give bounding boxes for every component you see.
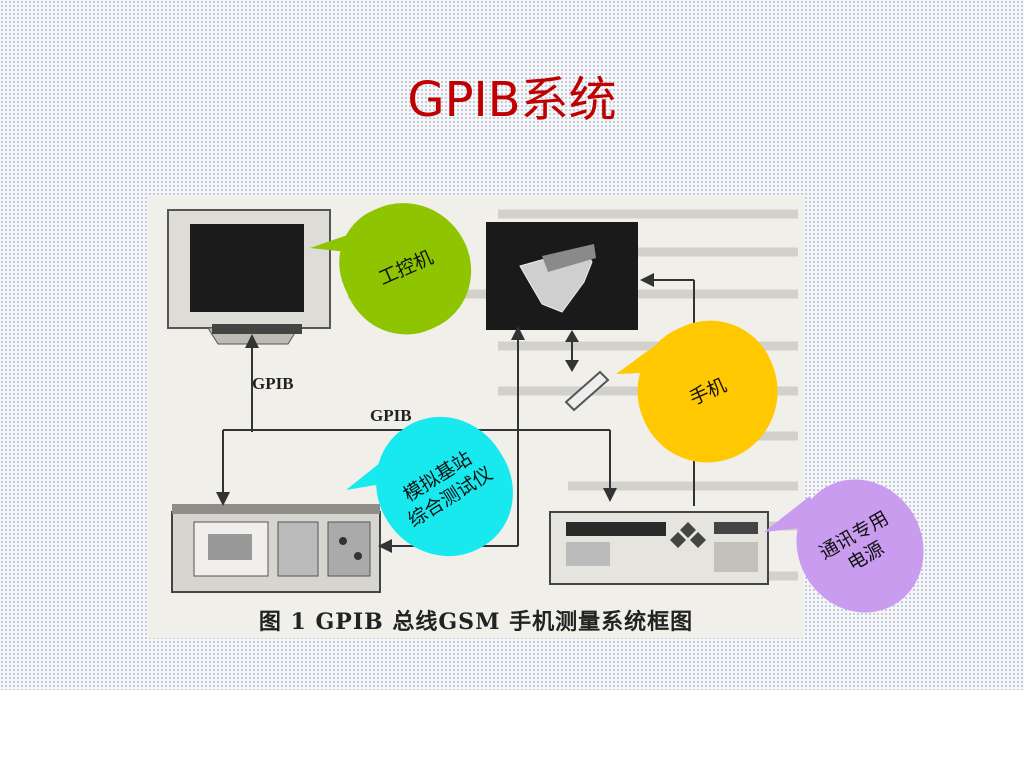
arrowheads: [216, 273, 654, 553]
callout-text: 工控机: [375, 246, 437, 290]
signal-tester: [171, 504, 381, 593]
slide-title: GPIB系统: [407, 72, 617, 128]
callout-bubble: 手机: [615, 299, 801, 485]
gpib-label-vertical: GPIB: [252, 374, 294, 393]
callout-base-station-tester: 模拟基站 综合测试仪: [346, 391, 538, 583]
callout-bubble: 通讯专用 电源: [772, 456, 948, 636]
callout-bubble: 工控机: [320, 181, 492, 355]
callout-industrial-pc: 工控机: [306, 181, 492, 355]
callout-power-supply: 通讯专用 电源: [764, 456, 948, 636]
figure-caption: 图 1 GPIB 总线GSM 手机测量系统框图: [258, 609, 694, 635]
callout-text: 通讯专用 电源: [815, 506, 905, 586]
gpib-label-horizontal: GPIB: [370, 406, 412, 425]
phone-fixture: [486, 222, 638, 330]
callout-phone: 手机: [614, 299, 801, 485]
handset: [564, 370, 610, 412]
monitor: [167, 209, 331, 345]
callout-text: 模拟基站 综合测试仪: [391, 441, 497, 532]
callout-text: 手机: [686, 374, 730, 410]
callout-bubble: 模拟基站 综合测试仪: [350, 391, 538, 583]
power-supply: [549, 511, 769, 585]
